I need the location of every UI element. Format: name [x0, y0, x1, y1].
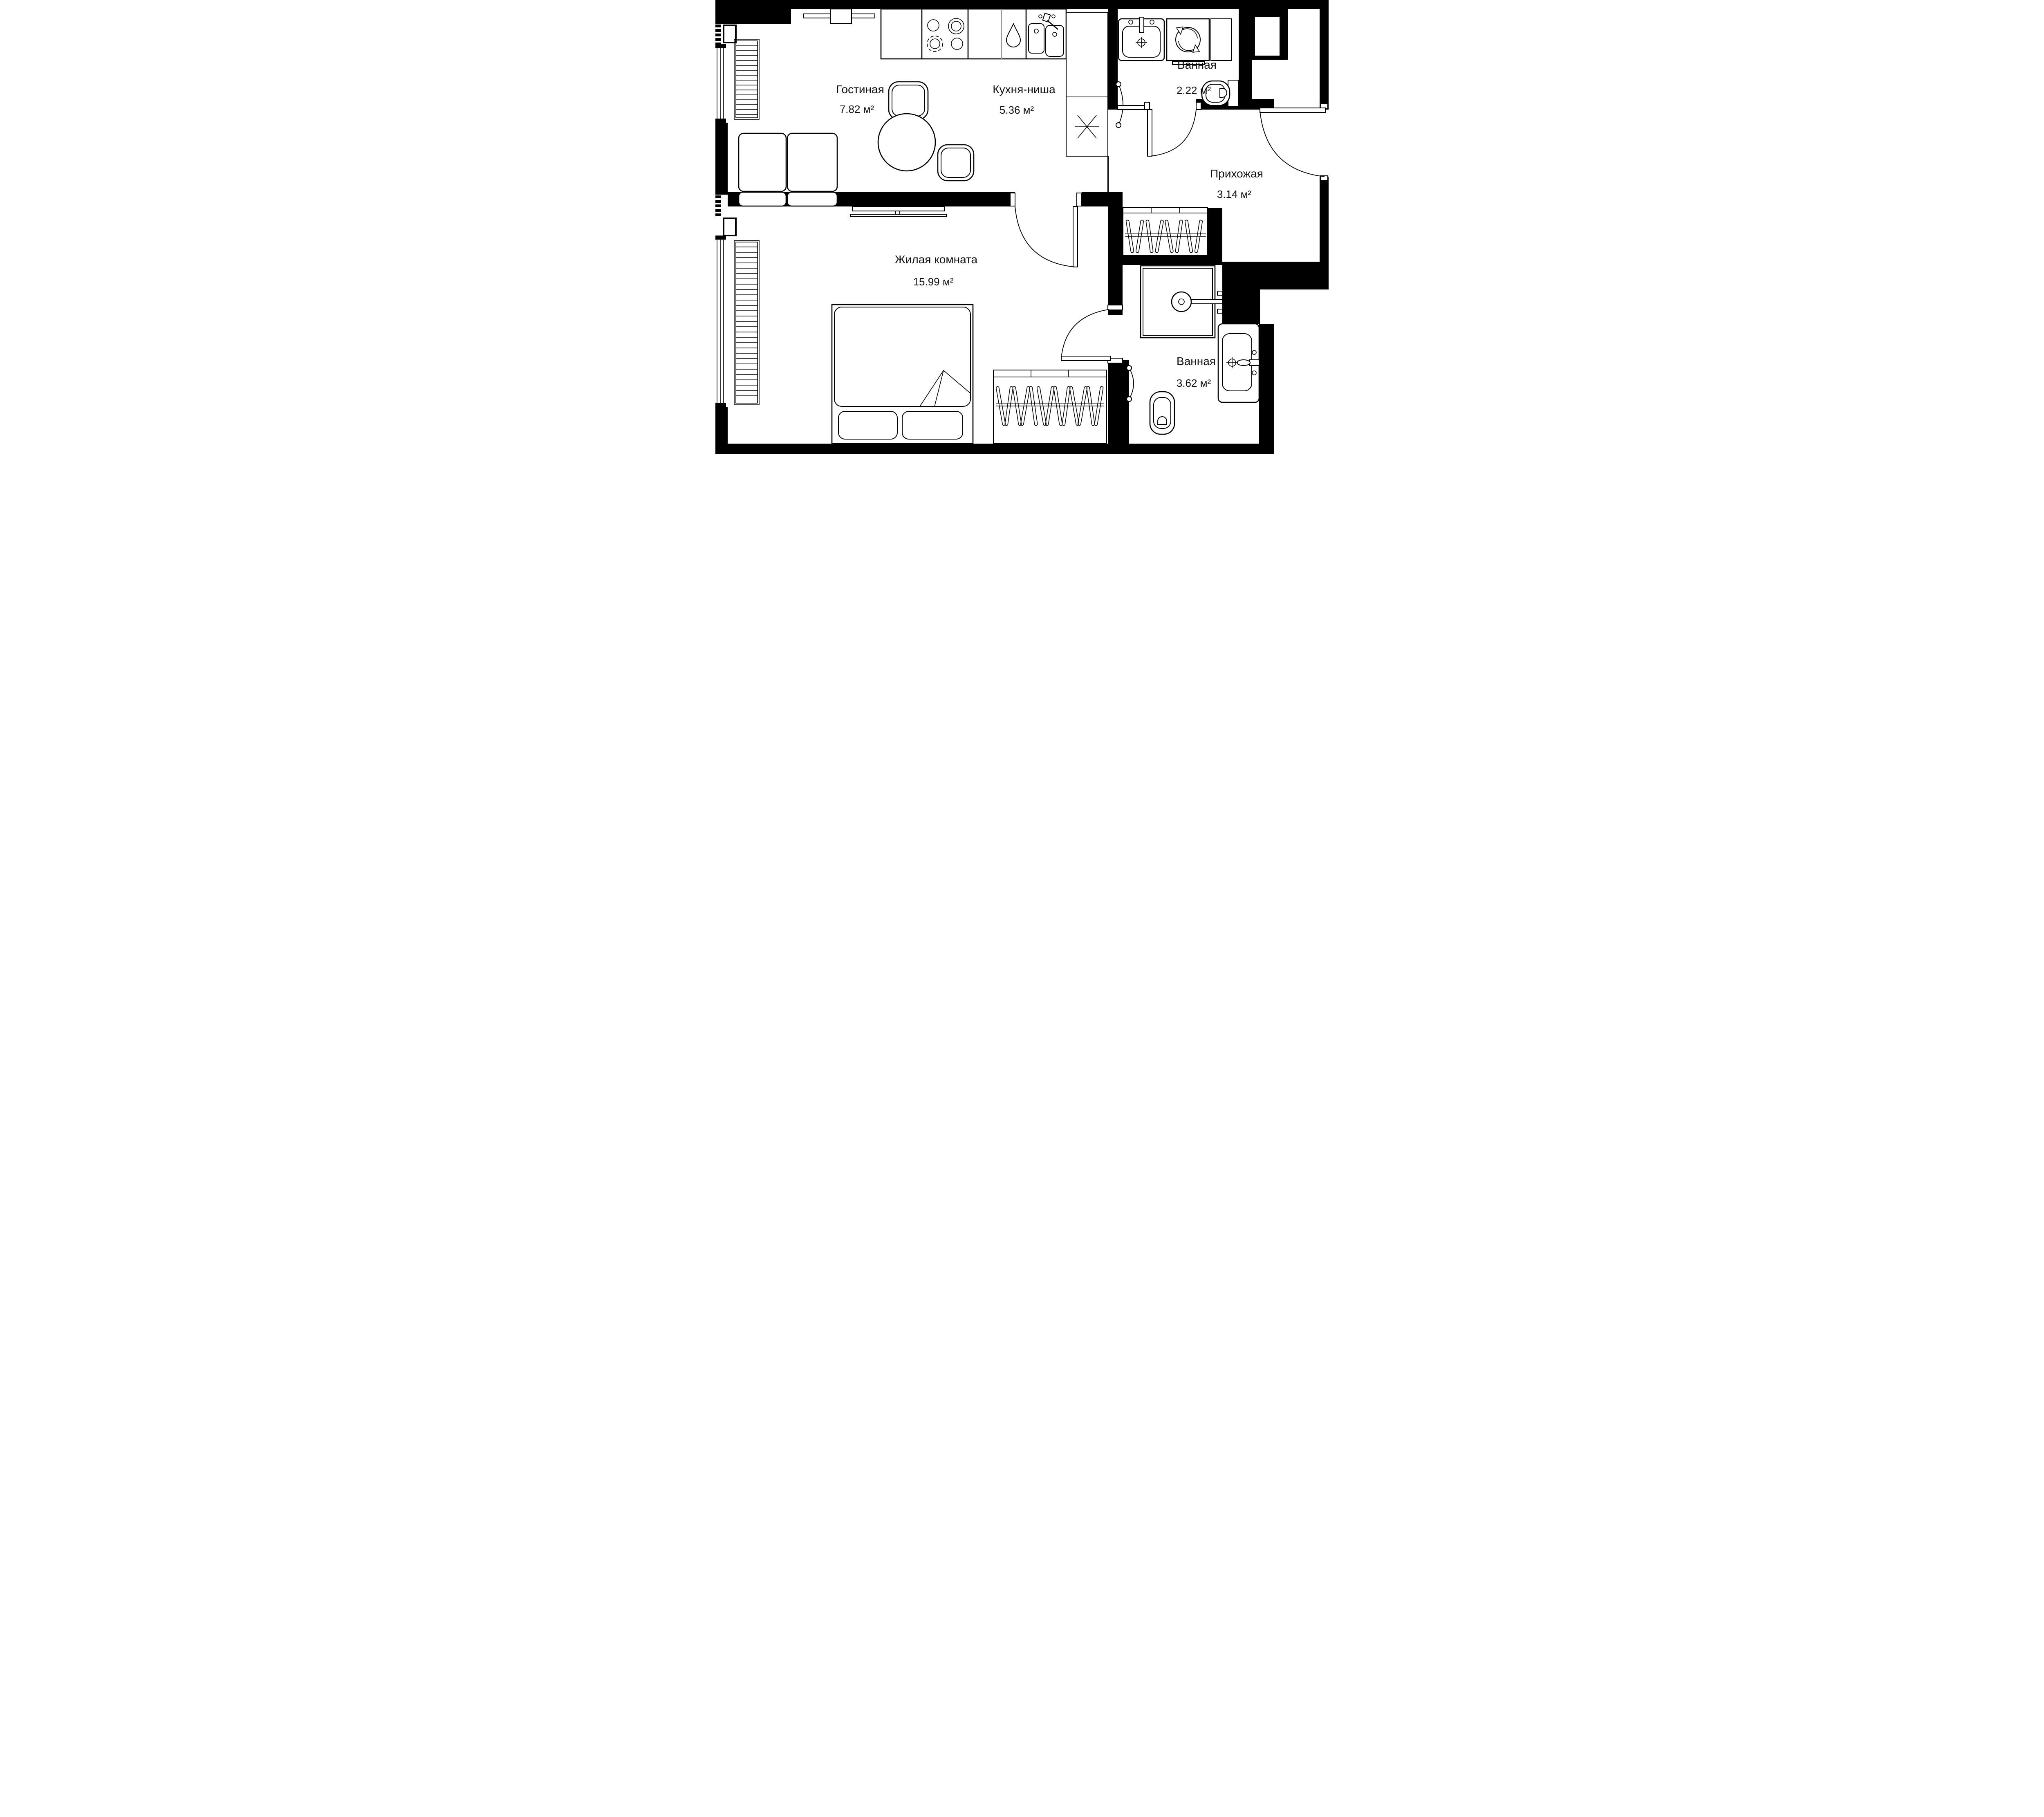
tv-icon — [803, 9, 875, 24]
washing-machine-icon — [1166, 18, 1210, 65]
door-bathroom-top — [1144, 102, 1201, 157]
room-labels: Гостиная 7.82 м² Кухня-ниша 5.36 м² Ванн… — [836, 58, 1263, 389]
floor-plan-page: Гостиная 7.82 м² Кухня-ниша 5.36 м² Ванн… — [715, 0, 1329, 454]
dining-table-icon — [877, 81, 975, 182]
chair-icon — [937, 144, 975, 182]
radiator-icon — [734, 240, 760, 405]
radiator-icon — [734, 39, 760, 120]
toilet-icon — [1149, 391, 1175, 435]
room-area-bedroom: 15.99 м² — [913, 276, 954, 288]
tv-icon — [850, 206, 947, 217]
room-area-kitchen: 5.36 м² — [1000, 104, 1034, 116]
pillow — [902, 411, 963, 440]
toilet-icon — [1201, 80, 1239, 107]
room-area-bath-top: 2.22 м² — [1177, 84, 1211, 96]
towel-rail-icon — [1126, 365, 1134, 402]
kitchen-sink-icon — [1028, 13, 1064, 57]
window-living — [715, 44, 726, 123]
fridge-drop-icon — [1006, 22, 1021, 47]
room-label-living: Гостиная — [836, 83, 884, 96]
hangers — [995, 386, 1104, 426]
room-label-bedroom: Жилая комната — [895, 253, 978, 266]
bed-icon — [831, 304, 974, 444]
left-pier-hatch — [715, 25, 737, 236]
bath-threshold — [1117, 105, 1145, 110]
floor-plan-drawing: Гостиная 7.82 м² Кухня-ниша 5.36 м² Ванн… — [715, 0, 1329, 454]
shower-icon — [1140, 265, 1223, 339]
kitchen-counter — [880, 8, 1067, 60]
closet-x-icon — [1066, 12, 1108, 157]
room-area-living: 7.82 м² — [840, 103, 874, 115]
bath-cabinet — [1210, 18, 1232, 61]
hall-wardrobe-icon — [1123, 207, 1208, 256]
wall-niche — [1252, 9, 1288, 60]
pillow — [838, 411, 898, 440]
room-area-bath-bottom: 3.62 м² — [1177, 377, 1211, 389]
sofa-icon — [738, 132, 838, 207]
window-bedroom — [715, 236, 726, 407]
room-area-hall: 3.14 м² — [1217, 188, 1252, 200]
stove-icon — [927, 18, 964, 52]
washbasin-icon — [1118, 17, 1165, 61]
hangers — [1125, 220, 1203, 253]
entrance-door — [1260, 103, 1328, 181]
door-bedroom — [1010, 193, 1082, 267]
room-label-kitchen: Кухня-ниша — [993, 83, 1056, 96]
bedroom-wardrobe-icon — [993, 370, 1107, 444]
room-label-bath-top: Ванная — [1177, 58, 1217, 71]
door-bathroom-bottom — [1061, 305, 1123, 363]
room-label-bath-bottom: Ванная — [1177, 355, 1216, 368]
room-label-hall: Прихожая — [1210, 167, 1263, 180]
vanity-basin-icon — [1217, 323, 1260, 403]
towel-rail-icon — [1116, 81, 1123, 128]
